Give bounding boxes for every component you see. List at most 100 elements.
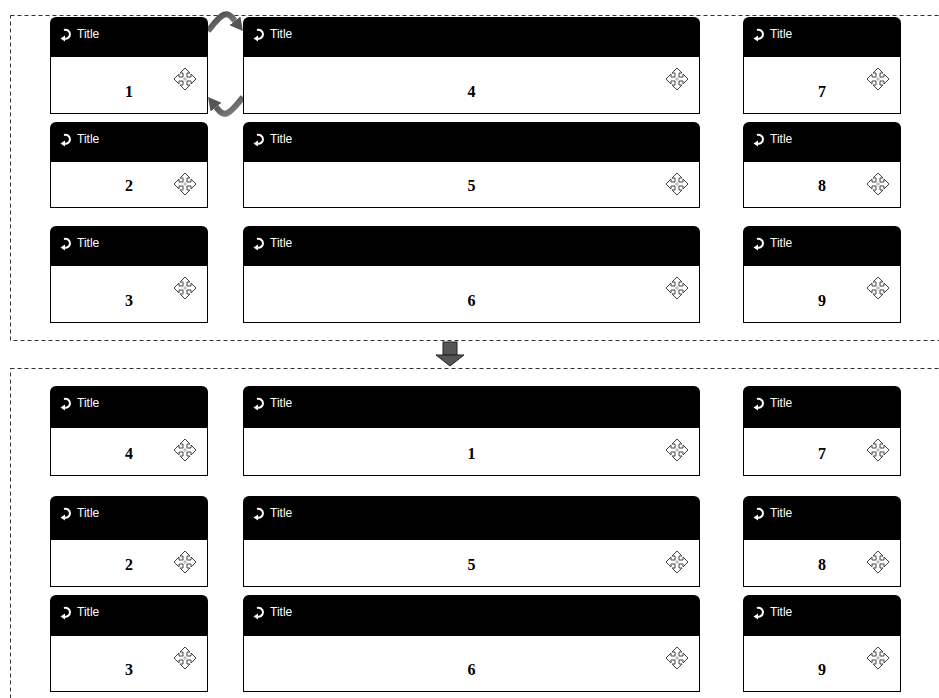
widget-body: 5 — [243, 540, 700, 587]
widget-number: 6 — [244, 661, 699, 679]
dashboard-widget: Title1 — [50, 17, 208, 114]
widget-number: 3 — [51, 661, 207, 679]
title-bar: Title — [743, 122, 901, 162]
widget-number: 3 — [51, 292, 207, 310]
move-icon — [665, 276, 689, 300]
widget-body: 6 — [243, 266, 700, 323]
swap-arrow — [216, 97, 243, 114]
widget-title: Title — [770, 132, 792, 146]
move-icon — [866, 438, 890, 462]
dashboard-widget: Title 5 — [243, 496, 700, 587]
title-bar: Title — [243, 17, 700, 57]
widget-title: Title — [77, 132, 99, 146]
collapse-icon — [252, 237, 264, 251]
title-bar: Title — [743, 595, 901, 636]
collapse-icon — [59, 237, 71, 251]
widget-title: Title — [77, 396, 99, 410]
widget-title: Title — [77, 506, 99, 520]
widget-number: 8 — [744, 177, 900, 195]
widget-body: 8 — [743, 162, 901, 208]
widget-number: 2 — [51, 556, 207, 574]
widget-title: Title — [770, 605, 792, 619]
widget-number: 4 — [51, 445, 207, 463]
move-icon — [173, 438, 197, 462]
widget-body: 4 — [243, 57, 700, 114]
widget-number: 8 — [744, 556, 900, 574]
collapse-icon — [252, 397, 264, 411]
collapse-icon — [252, 28, 264, 42]
widget-title: Title — [270, 132, 292, 146]
swap-arrow — [208, 14, 235, 31]
dashboard-widget: Title 4 — [243, 17, 700, 114]
move-icon — [665, 438, 689, 462]
widget-title: Title — [770, 236, 792, 250]
title-bar: Title — [743, 17, 901, 57]
dashboard-widget: Title6 — [243, 226, 700, 323]
widget-title: Title — [270, 27, 292, 41]
title-bar: Title — [243, 386, 700, 428]
title-bar: Title — [743, 386, 901, 428]
collapse-icon — [59, 397, 71, 411]
dashboard-widget: Title 9 — [743, 226, 901, 323]
widget-body: 1 — [243, 428, 700, 476]
move-icon — [173, 646, 197, 670]
collapse-icon — [59, 606, 71, 620]
widget-number: 7 — [744, 445, 900, 463]
move-icon — [173, 172, 197, 196]
move-icon — [866, 550, 890, 574]
widget-body: 2 — [50, 162, 208, 208]
dashboard-widget: Title 4 — [50, 386, 208, 476]
widget-body: 3 — [50, 636, 208, 692]
move-icon — [665, 172, 689, 196]
move-icon — [665, 646, 689, 670]
collapse-icon — [752, 507, 764, 521]
widget-title: Title — [270, 506, 292, 520]
dashboard-widget: Title 8 — [743, 122, 901, 208]
widget-title: Title — [270, 605, 292, 619]
dashboard-widget: Title 7 — [743, 386, 901, 476]
title-bar: Title — [50, 496, 208, 540]
title-bar: Title — [50, 595, 208, 636]
move-icon — [866, 67, 890, 91]
move-icon — [665, 550, 689, 574]
collapse-icon — [59, 28, 71, 42]
move-icon — [866, 276, 890, 300]
move-icon — [665, 67, 689, 91]
widget-number: 9 — [744, 292, 900, 310]
widget-number: 1 — [244, 445, 699, 463]
title-bar: Title — [50, 386, 208, 428]
dashboard-widget: Title 9 — [743, 595, 901, 692]
widget-body: 9 — [743, 636, 901, 692]
collapse-icon — [252, 606, 264, 620]
widget-body: 3 — [50, 266, 208, 323]
widget-number: 6 — [244, 292, 699, 310]
collapse-icon — [752, 133, 764, 147]
widget-title: Title — [77, 27, 99, 41]
widget-body: 4 — [50, 428, 208, 476]
dashboard-widget: Title 7 — [743, 17, 901, 114]
widget-title: Title — [270, 396, 292, 410]
title-bar: Title — [243, 595, 700, 636]
move-icon — [173, 276, 197, 300]
move-icon — [173, 67, 197, 91]
collapse-icon — [252, 507, 264, 521]
widget-title: Title — [77, 236, 99, 250]
collapse-icon — [59, 507, 71, 521]
transition-arrow — [436, 342, 464, 366]
widget-number: 7 — [744, 83, 900, 101]
title-bar: Title — [50, 122, 208, 162]
move-icon — [173, 550, 197, 574]
widget-body: 5 — [243, 162, 700, 208]
dashboard-widget: Title 3 — [50, 595, 208, 692]
dashboard-widget: Title 6 — [243, 595, 700, 692]
widget-title: Title — [770, 27, 792, 41]
collapse-icon — [752, 606, 764, 620]
title-bar: Title — [743, 496, 901, 540]
collapse-icon — [752, 397, 764, 411]
title-bar: Title — [50, 226, 208, 266]
widget-number: 4 — [244, 83, 699, 101]
move-icon — [866, 646, 890, 670]
widget-title: Title — [77, 605, 99, 619]
collapse-icon — [252, 133, 264, 147]
move-icon — [866, 172, 890, 196]
